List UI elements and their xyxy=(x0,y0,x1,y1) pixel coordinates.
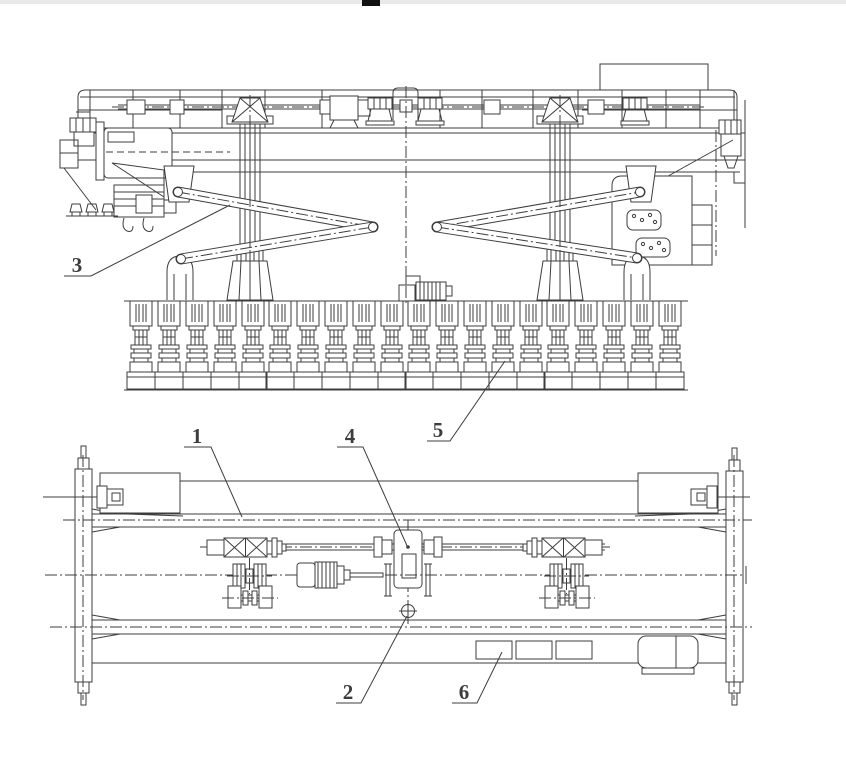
shaft-coupling xyxy=(169,99,185,115)
coupling-assembly-left xyxy=(206,537,287,558)
scissor-arm xyxy=(175,221,379,265)
center-motor xyxy=(398,275,453,302)
callout-4-label: 4 xyxy=(345,424,356,448)
plan-block-top-left xyxy=(43,472,184,517)
scissor-arm xyxy=(172,186,379,233)
pivot-pin xyxy=(432,222,442,232)
top-right-box xyxy=(599,63,709,91)
shaft-coupling xyxy=(126,99,146,115)
elevation-view xyxy=(59,63,746,391)
callout-1-label: 1 xyxy=(192,424,203,448)
pivot-pin xyxy=(632,253,642,263)
plan-motor xyxy=(45,561,747,597)
cover-plate-strip xyxy=(475,640,593,660)
perforated-panel xyxy=(626,209,671,258)
scissor-arm xyxy=(431,186,646,233)
funnel-plate xyxy=(111,162,165,198)
bearing-stand xyxy=(620,97,650,126)
wheel-bogie-left xyxy=(222,585,278,609)
wheel-bogie-right xyxy=(539,585,595,609)
scissor-linkage xyxy=(163,165,657,300)
hook xyxy=(142,217,154,232)
top-strip xyxy=(0,0,846,4)
callout-1: 1 xyxy=(184,424,243,518)
pivot-pin xyxy=(176,254,186,264)
callout-2: 2 xyxy=(336,615,408,704)
callout-6: 6 xyxy=(452,651,503,704)
right-wheel-block xyxy=(718,119,742,169)
magnet-beam xyxy=(124,300,688,391)
bearing-stand xyxy=(365,97,395,126)
callout-5-label: 5 xyxy=(433,418,444,442)
callout-5: 5 xyxy=(427,360,506,442)
plan-right-end-carriage xyxy=(725,447,744,706)
pivot-pin xyxy=(635,187,645,197)
callout-3: 3 xyxy=(64,204,231,277)
callout-4: 4 xyxy=(337,424,409,549)
callout-6-label: 6 xyxy=(459,680,470,704)
bridge-frame xyxy=(77,63,745,173)
drive-motor xyxy=(319,95,371,129)
right-sub-block xyxy=(691,204,713,266)
drain-symbol xyxy=(399,602,417,620)
top-tab-marker xyxy=(362,0,380,6)
striped-box xyxy=(113,184,177,218)
plan-drive-train xyxy=(200,536,610,558)
plan-girder-bottom xyxy=(50,614,752,640)
pivot-pin xyxy=(173,187,183,197)
shaft-coupling xyxy=(483,99,501,115)
sprocket-set-right xyxy=(544,558,589,594)
shaft-coupling xyxy=(587,99,605,115)
left-end-carriage xyxy=(59,111,230,232)
scissor-arm xyxy=(431,221,643,264)
bottom-right-box xyxy=(637,635,699,675)
pivot-pin xyxy=(368,222,378,232)
coupling-assembly-right xyxy=(522,537,603,558)
plan-block-top-right xyxy=(634,472,750,517)
hook xyxy=(122,217,134,232)
bearing-stand xyxy=(415,97,445,126)
drive-shaft-assembly xyxy=(112,87,706,129)
callouts: 1 4 5 3 2 6 xyxy=(64,204,506,704)
callout-2-label: 2 xyxy=(343,680,354,704)
callout-3-label: 3 xyxy=(72,253,83,277)
plan-view xyxy=(43,445,752,706)
